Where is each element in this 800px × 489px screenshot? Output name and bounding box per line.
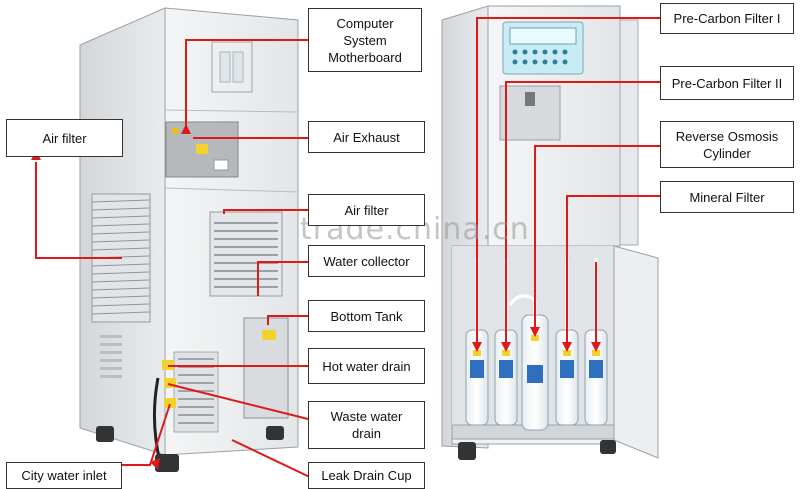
- left-machine: [79, 7, 299, 472]
- label-computer-system-motherboard: Computer System Motherboard: [308, 8, 422, 72]
- label-water-collector: Water collector: [308, 245, 425, 277]
- label-mineral-filter: Mineral Filter: [660, 181, 794, 213]
- label-pre-carbon-filter-2: Pre-Carbon Filter II: [660, 66, 794, 100]
- label-hot-water-drain: Hot water drain: [308, 348, 425, 384]
- label-leak-drain-cup: Leak Drain Cup: [308, 462, 425, 489]
- label-pre-carbon-filter-1: Pre-Carbon Filter I: [660, 3, 794, 34]
- leader-arrowheads: [31, 124, 601, 470]
- label-air-filter-right: Air filter: [308, 194, 425, 226]
- leader-lines: [35, 17, 660, 481]
- label-waste-water-drain: Waste water drain: [308, 401, 425, 449]
- label-air-exhaust: Air Exhaust: [308, 121, 425, 153]
- filter-cartridges: [465, 314, 608, 431]
- label-city-water-inlet: City water inlet: [6, 462, 122, 489]
- label-bottom-tank: Bottom Tank: [308, 300, 425, 332]
- label-reverse-osmosis-cylinder: Reverse Osmosis Cylinder: [660, 121, 794, 168]
- label-air-filter-left: Air filter: [6, 119, 123, 157]
